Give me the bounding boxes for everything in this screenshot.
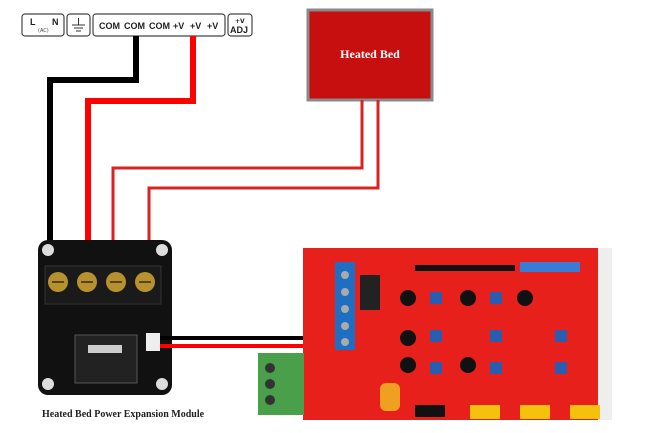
adj-top-label: +V bbox=[235, 18, 245, 25]
com-label-2: COM bbox=[124, 21, 145, 31]
mosfet-heatsink bbox=[74, 334, 138, 384]
ac-l-label: L bbox=[30, 17, 36, 27]
v-label-1: +V bbox=[173, 21, 184, 31]
v-label-3: +V bbox=[207, 21, 218, 31]
bed-wire-2 bbox=[147, 100, 380, 262]
heated-bed: Heated Bed bbox=[306, 8, 434, 102]
module-caption: Heated Bed Power Expansion Module bbox=[42, 409, 205, 420]
green-terminal-block bbox=[258, 353, 304, 415]
ramps-board bbox=[258, 248, 612, 420]
ground-icon bbox=[72, 18, 85, 32]
com-label-1: COM bbox=[99, 21, 120, 31]
psu-terminal-strip: L N (AC) COM COM COM +V +V +V +V ADJ bbox=[21, 13, 253, 37]
heated-bed-label: Heated Bed bbox=[340, 47, 400, 61]
screw-terminals bbox=[44, 265, 162, 305]
v-label-2: +V bbox=[190, 21, 201, 31]
heated-bed-power-module bbox=[38, 240, 172, 395]
output-terminal-box bbox=[92, 13, 226, 37]
adj-box bbox=[227, 13, 253, 37]
signal-connector bbox=[146, 333, 160, 351]
adj-label: ADJ bbox=[230, 25, 248, 35]
bed-wire-1 bbox=[111, 100, 364, 262]
ac-input-box bbox=[21, 13, 65, 37]
com-label-3: COM bbox=[149, 21, 170, 31]
ac-n-label: N bbox=[52, 17, 59, 27]
red-power-wire bbox=[85, 36, 196, 262]
black-power-wire bbox=[47, 36, 139, 262]
ac-sub-label: (AC) bbox=[38, 28, 49, 34]
